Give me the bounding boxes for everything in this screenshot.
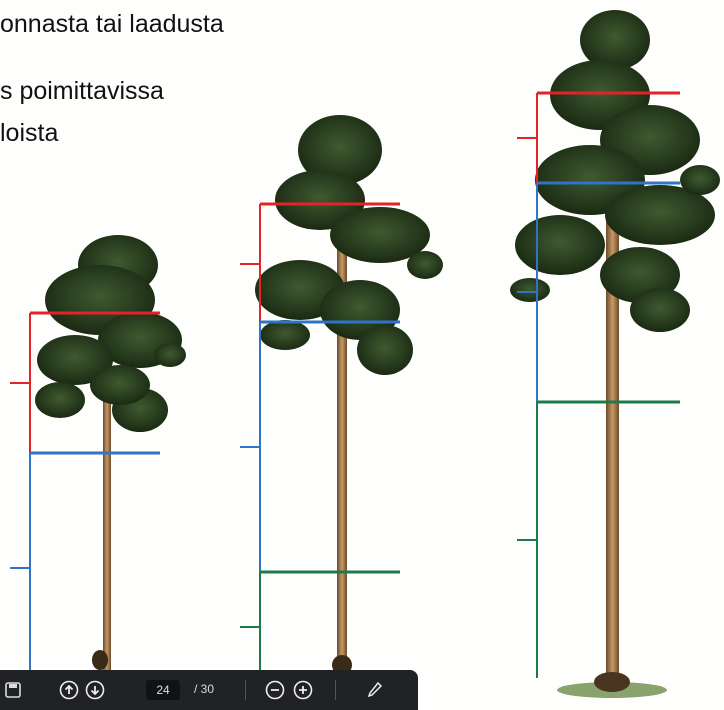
zoom-in-icon[interactable] (290, 677, 316, 703)
tree-small (35, 235, 186, 675)
tree-tall (510, 10, 720, 698)
page-number-input[interactable]: 24 (146, 680, 180, 700)
toolbar-divider-2 (335, 680, 336, 700)
pen-icon[interactable] (362, 677, 388, 703)
arrow-down-icon[interactable] (82, 677, 108, 703)
tree-medium-brackets (240, 202, 400, 680)
tree-tall-brackets (517, 91, 680, 678)
tree-medium (255, 115, 443, 675)
page-total: / 30 (194, 682, 215, 696)
slide-text-line-3: loista (0, 119, 59, 147)
slide-text-line-2: s poimittavissa (0, 77, 164, 105)
slide-text-line-1: onnasta tai laadusta (0, 10, 224, 38)
toolbar-divider (245, 680, 246, 700)
zoom-out-icon[interactable] (262, 677, 288, 703)
presentation-toolbar: 24 / 30 (0, 670, 418, 710)
arrow-up-icon[interactable] (56, 677, 82, 703)
save-icon[interactable] (0, 677, 26, 703)
tree-small-brackets (10, 311, 160, 680)
